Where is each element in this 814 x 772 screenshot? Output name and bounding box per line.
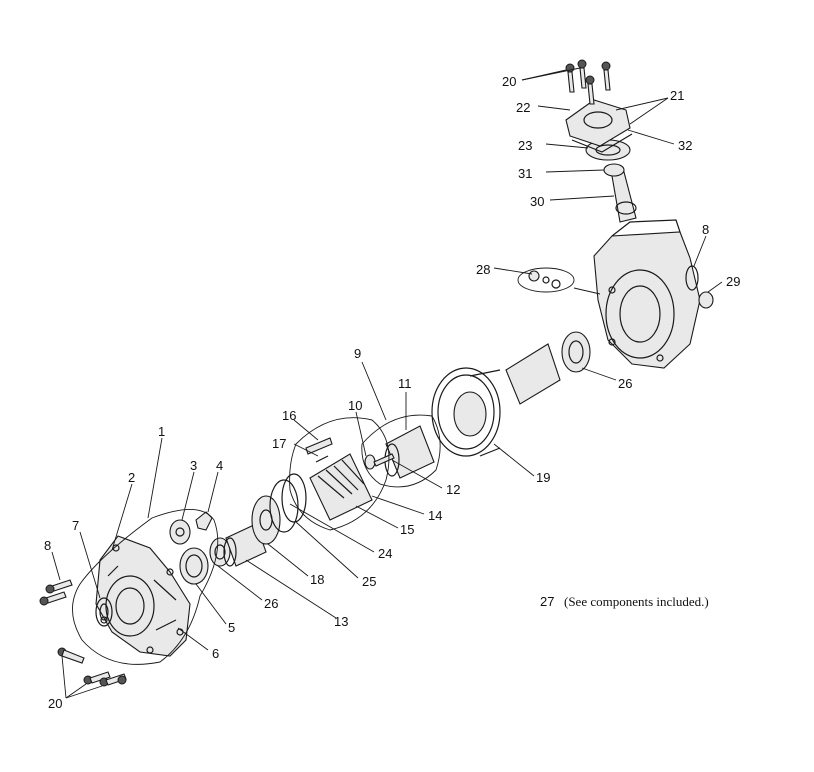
bolt-set-left: [39, 579, 73, 606]
note-components-included: (See components included.): [564, 594, 709, 609]
callout-30: 30: [530, 194, 544, 209]
callout-29: 29: [726, 274, 740, 289]
roller-cage: [309, 453, 373, 521]
pinion-shaft-30: [611, 171, 637, 223]
callout-32: 32: [678, 138, 692, 153]
hub-11: [384, 425, 435, 479]
callout-11: 11: [398, 376, 412, 391]
ring-8-right: [685, 265, 699, 291]
plate-25: [281, 473, 307, 523]
callout-5: 5: [228, 620, 235, 635]
cap-22: [565, 99, 631, 147]
pin-12: [373, 453, 395, 467]
sleeve-upper: [505, 343, 561, 405]
callout-26-upper: 26: [618, 376, 632, 391]
bolt-set-top: [565, 59, 611, 105]
fitting-28: [517, 267, 575, 293]
callout-16: 16: [282, 408, 296, 423]
callout-4: 4: [216, 458, 223, 473]
plate-18: [251, 495, 281, 545]
callout-8-left: 8: [44, 538, 51, 553]
ring-gear-19: [431, 367, 501, 457]
callout-8-right: 8: [702, 222, 709, 237]
callout-12: 12: [446, 482, 460, 497]
bolt-set-lower: [57, 647, 127, 687]
plug-29: [698, 291, 714, 309]
callout-24: 24: [378, 546, 392, 561]
callout-23: 23: [518, 138, 532, 153]
bearing-26-upper: [561, 331, 591, 373]
callout-18: 18: [310, 572, 324, 587]
callout-13: 13: [334, 614, 348, 629]
callout-20-lower: 20: [48, 696, 62, 711]
callout-7: 7: [72, 518, 79, 533]
leader-lines: [51, 67, 723, 699]
callout-6: 6: [212, 646, 219, 661]
callout-25: 25: [362, 574, 376, 589]
callout-31: 31: [518, 166, 532, 181]
callout-2: 2: [128, 470, 135, 485]
roller-pins: [305, 437, 333, 463]
group-outline-1: [72, 509, 219, 665]
callout-22: 22: [516, 100, 530, 115]
callout-28: 28: [476, 262, 490, 277]
callout-9: 9: [354, 346, 361, 361]
gearcase-housing: [593, 219, 701, 369]
callout-15: 15: [400, 522, 414, 537]
seal-31: [603, 163, 625, 177]
fitting-4: [195, 511, 213, 531]
fitting-3: [169, 519, 191, 545]
bearing-5: [179, 547, 209, 585]
callout-26-lower: 26: [264, 596, 278, 611]
group-outline-11: [361, 414, 441, 488]
gasket-32: [571, 133, 633, 153]
callout-17: 17: [272, 436, 286, 451]
seal-ring: [95, 597, 113, 627]
callout-21: 21: [670, 88, 684, 103]
callout-10: 10: [348, 398, 362, 413]
callout-3: 3: [190, 458, 197, 473]
plate-24: [269, 479, 299, 533]
callout-19: 19: [536, 470, 550, 485]
cover-housing: [95, 535, 191, 657]
callout-20-top: 20: [502, 74, 516, 89]
callout-14: 14: [428, 508, 442, 523]
note-number-27: 27: [540, 594, 554, 609]
callout-1: 1: [158, 424, 165, 439]
